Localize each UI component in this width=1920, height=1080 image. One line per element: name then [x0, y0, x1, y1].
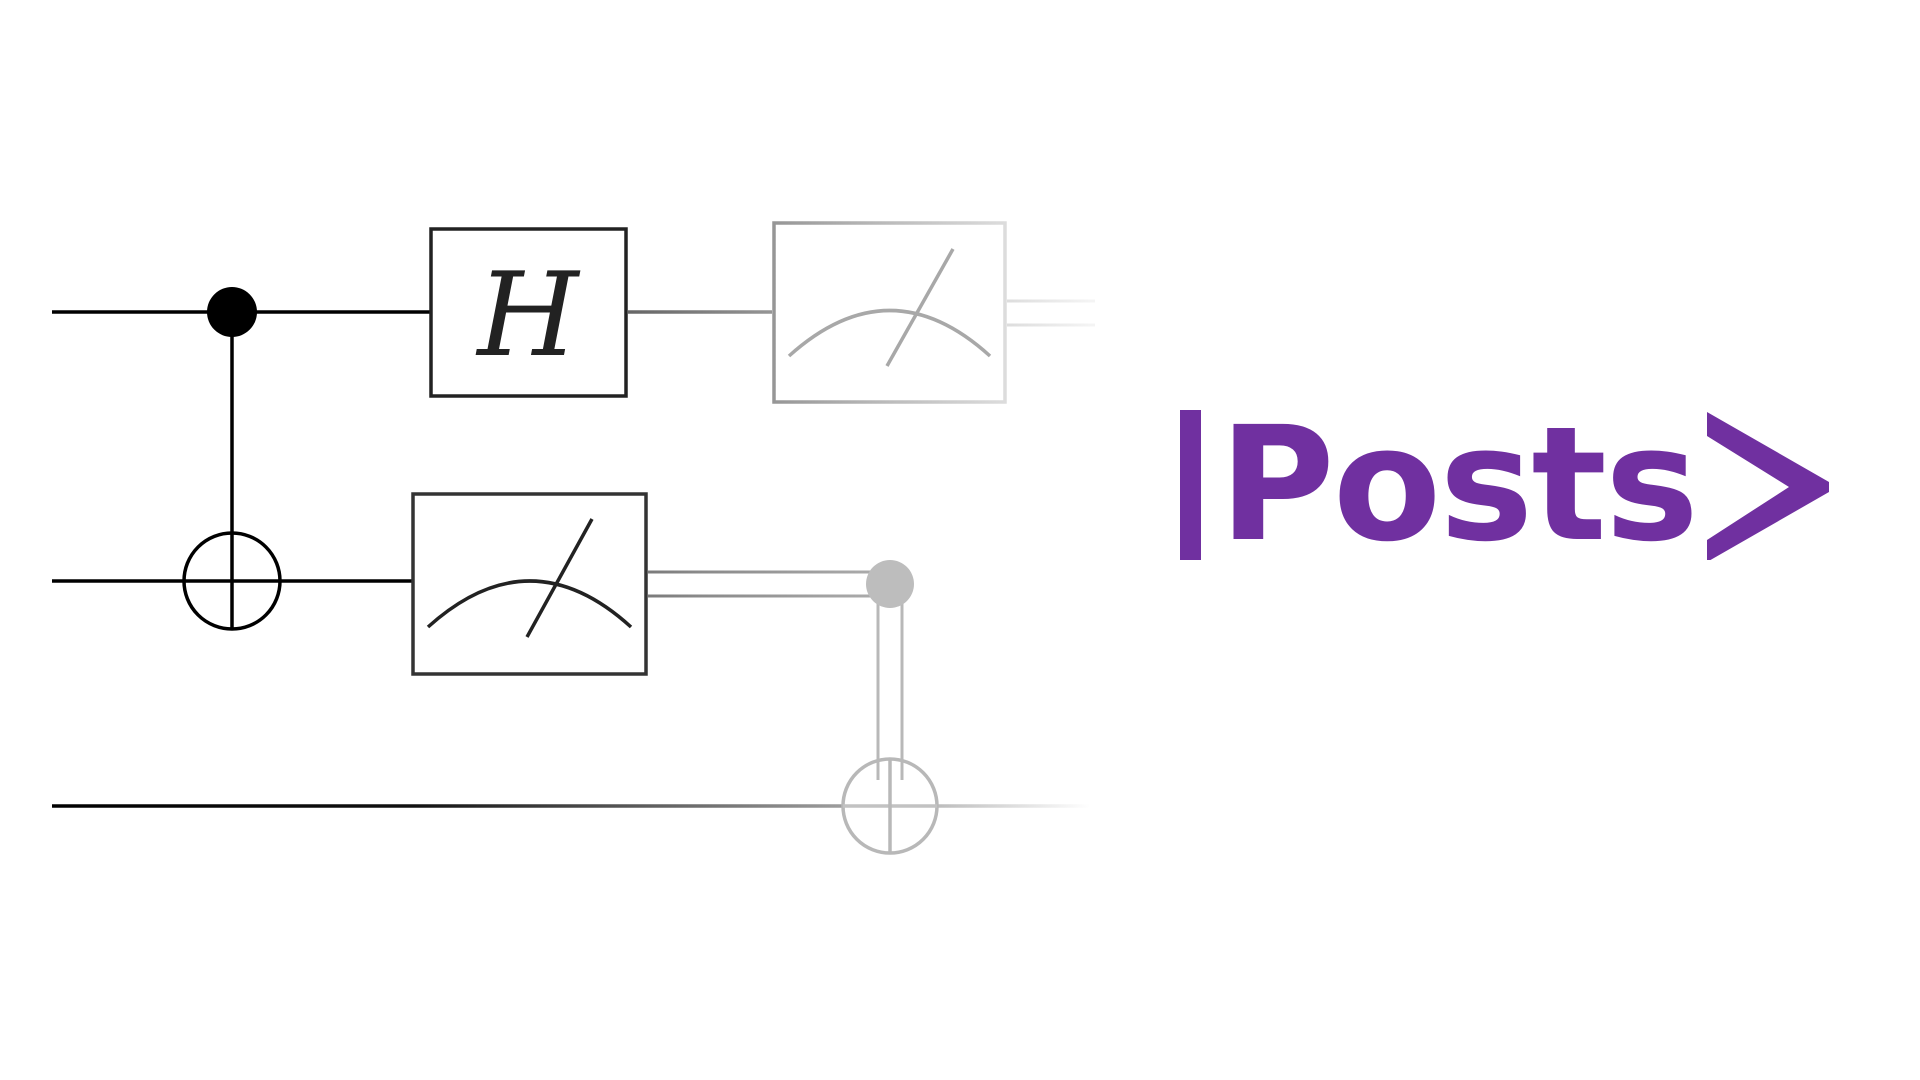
- measurement-gate-top: [772, 221, 1095, 404]
- ket-angle-icon: [1703, 410, 1831, 560]
- posts-title-text: Posts: [1219, 393, 1699, 577]
- controlled-not-target: [841, 757, 939, 855]
- hadamard-gate: H: [429, 227, 628, 398]
- cnot-gate: [182, 287, 282, 631]
- posts-ket-title: Posts: [1180, 405, 1831, 565]
- ket-bar: [1180, 410, 1201, 560]
- hadamard-label: H: [475, 248, 581, 383]
- measurement-gate-middle: [411, 492, 648, 676]
- classical-control-dot: [866, 560, 914, 608]
- classical-control-wires: [648, 560, 914, 762]
